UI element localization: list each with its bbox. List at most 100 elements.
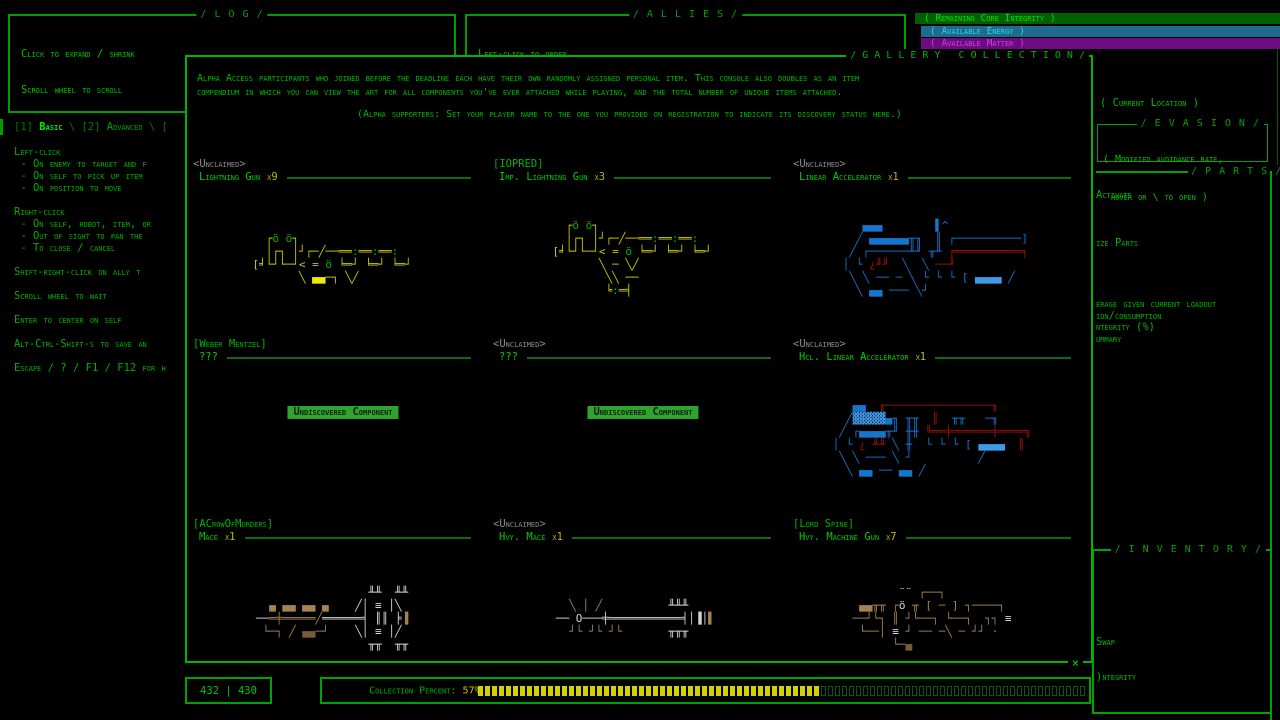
progress-block: [758, 685, 763, 696]
item-name-row: ???: [493, 350, 771, 363]
progress-block: [618, 685, 623, 696]
item-name: Linear Accelerator: [799, 170, 882, 183]
item-name: Lightning Gun: [199, 170, 261, 183]
help-line: Enter to center on self: [14, 314, 122, 326]
item-name-row: ???: [193, 350, 471, 363]
help-tab-bar: [1] Basic \ [2] Advanced \ [: [14, 121, 168, 133]
help-line: Left-click: [14, 146, 61, 158]
help-line: [14, 278, 166, 290]
item-name: Hvy. Machine Gun: [799, 530, 880, 543]
item-rule: [905, 536, 1071, 539]
progress-block: [646, 685, 651, 696]
item-owner: [Weber Mentzel]: [193, 338, 267, 350]
help-tab-segment: [1]: [14, 121, 40, 133]
swap-button[interactable]: Swap: [1096, 636, 1115, 648]
progress-block: [814, 685, 819, 696]
item-owner: <Unclaimed>: [793, 158, 846, 170]
item-owner: [ACrowOfMurders]: [193, 518, 274, 530]
allies-panel-title: / A L L I E S /: [628, 8, 743, 22]
item-art-area: ▄▄ ╓────────────────╖ ╱▓▓▓▓▓▄╖ ╥╥ ║ ╥╥ ─…: [793, 374, 1071, 502]
progress-block: [954, 685, 959, 696]
undiscovered-badge: Undiscovered Component: [287, 406, 399, 419]
item-name: ???: [499, 350, 518, 363]
progress-block: [576, 685, 581, 696]
status-bar-energy[interactable]: ( Available Energy ): [921, 26, 1280, 37]
progress-block: [541, 685, 546, 696]
progress-block: [611, 685, 616, 696]
item-rule: [935, 356, 1071, 359]
item-owner: <Unclaimed>: [493, 518, 546, 530]
item-count: x1: [224, 530, 236, 543]
help-line: - On self to pick up item: [14, 170, 143, 182]
progress-block: [506, 685, 511, 696]
help-tab-segment[interactable]: Basic: [39, 121, 63, 133]
item-count: x3: [594, 170, 606, 183]
progress-block: [597, 685, 602, 696]
item-owner: [Lord Spine]: [793, 518, 855, 530]
status-bar-core-integrity[interactable]: ( Remaining Core Integrity ): [915, 13, 1280, 24]
progress-block: [485, 685, 490, 696]
parts-panel-text: ntegrity (%): [1096, 321, 1156, 333]
help-text: Left-click - On enemy to target and f - …: [14, 146, 166, 374]
gallery-supporter-note: (Alpha supporters: Set your player name …: [357, 109, 902, 120]
help-line: - On position to move: [14, 182, 122, 194]
close-icon[interactable]: ×: [1067, 656, 1083, 670]
undiscovered-badge: Undiscovered Component: [587, 406, 699, 419]
help-line: [14, 194, 166, 206]
progress-block: [835, 685, 840, 696]
item-rule: [526, 356, 771, 359]
progress-block: [639, 685, 644, 696]
help-line: [14, 302, 166, 314]
help-line: - To close / cancel: [14, 242, 116, 254]
integrity-label-fragment: )ntegrity: [1096, 671, 1137, 683]
item-art: ╲ │ ╱ ╨╨╨ ── O───╪═══════════╡│▐│▌ ┘└ ┘└…: [549, 598, 715, 638]
gallery-item-unknown[interactable]: <Unclaimed>??? Undiscovered Component: [493, 338, 793, 518]
gallery-collection-window: / G A L L E R Y C O L L E C T I O N / × …: [185, 49, 1093, 670]
item-count: x1: [915, 350, 927, 363]
progress-block: [674, 685, 679, 696]
progress-block: [1003, 685, 1008, 696]
collection-percent-label: Collection Percent:: [369, 685, 463, 696]
progress-block: [772, 685, 777, 696]
gallery-item-unknown[interactable]: [Weber Mentzel]??? Undiscovered Component: [193, 338, 493, 518]
progress-block: [1031, 685, 1036, 696]
help-tab-segment[interactable]: Advanced: [106, 121, 143, 133]
progress-block: [856, 685, 861, 696]
parts-panel-border: [1096, 171, 1272, 173]
progress-block: [590, 685, 595, 696]
item-owner: <Unclaimed>: [193, 158, 246, 170]
progress-block: [520, 685, 525, 696]
item-owner: <Unclaimed>: [793, 338, 846, 350]
progress-block: [583, 685, 588, 696]
progress-block: [653, 685, 658, 696]
evasion-panel[interactable]: / E V A S I O N / ( Modified avoidance r…: [1097, 117, 1268, 203]
progress-block: [933, 685, 938, 696]
help-line: [14, 254, 166, 266]
progress-block: [688, 685, 693, 696]
progress-block: [744, 685, 749, 696]
gallery-intro-line: compendium in which you can view the art…: [197, 87, 843, 98]
progress-block: [751, 685, 756, 696]
status-bar-matter[interactable]: ( Available Matter ): [921, 38, 1280, 49]
progress-block: [695, 685, 700, 696]
item-art: ¨¨ ┌──┐ ▄▄╥╥ ┌ö ╥ [ ─ ] ┐────┐ ──┘└┐ ║ ┘…: [852, 585, 1012, 651]
help-line: - Out of sight to pan the: [14, 230, 143, 242]
item-art-area: ¨¨ ┌──┐ ▄▄╥╥ ┌ö ╥ [ ─ ] ┐────┐ ──┘└┐ ║ ┘…: [793, 554, 1071, 682]
item-owner: <Unclaimed>: [493, 338, 546, 350]
parts-panel-text: Activate: [1096, 189, 1132, 201]
help-line: Escape / ? / F1 / F12 for h: [14, 362, 166, 374]
progress-block: [1052, 685, 1057, 696]
item-art: ▄▄ ╓────────────────╖ ╱▓▓▓▓▓▄╖ ╥╥ ║ ╥╥ ─…: [832, 399, 1032, 477]
progress-block: [940, 685, 945, 696]
tab-strip-edge: [0, 119, 3, 135]
